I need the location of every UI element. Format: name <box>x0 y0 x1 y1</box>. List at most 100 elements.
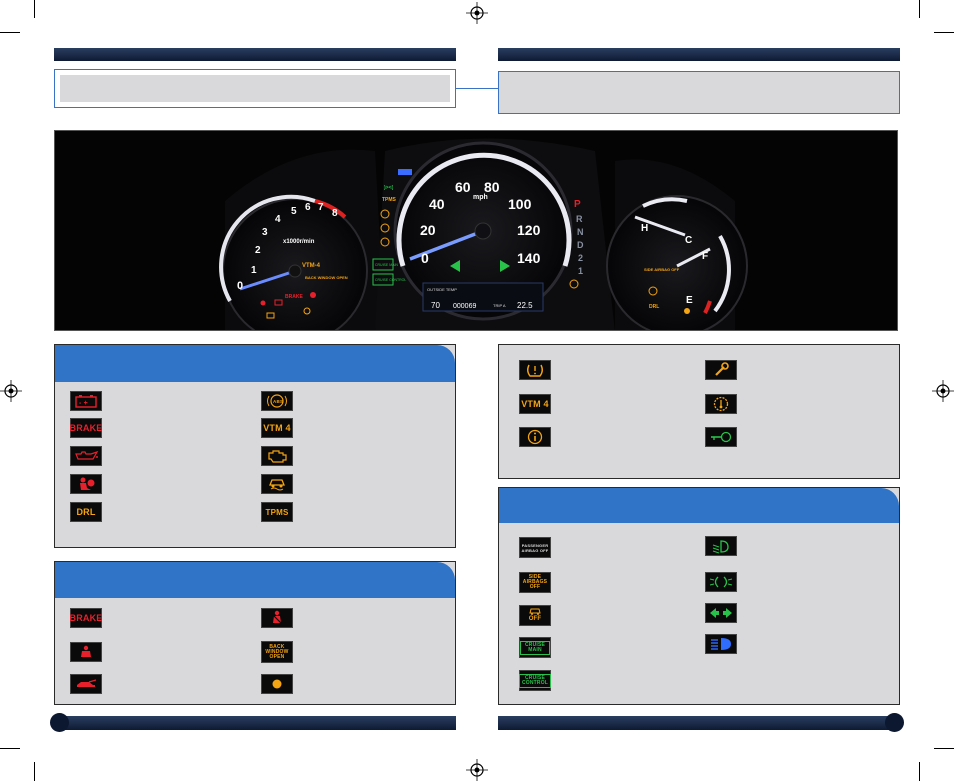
panel-header <box>499 488 899 523</box>
registration-mark-icon <box>466 2 488 24</box>
gear-p: P <box>574 199 581 210</box>
speed-tick: 40 <box>429 196 445 212</box>
gear-1: 1 <box>578 266 583 276</box>
svg-text:- +: - + <box>79 400 88 407</box>
passenger-airbag-off-icon: PASSENGER AIRBAG OFF <box>519 537 551 558</box>
brake-indicator: BRAKE <box>70 608 102 628</box>
crop-mark <box>34 762 35 781</box>
tach-tick: 4 <box>275 214 281 225</box>
crop-mark <box>0 748 20 749</box>
low-fuel-dot-icon <box>261 674 293 694</box>
tach-tick: 0 <box>237 280 243 292</box>
tpms-indicator: TPMS <box>261 502 293 522</box>
speed-tick: 80 <box>484 179 500 195</box>
info-icon <box>519 427 551 447</box>
cruise-main-icon: CRUISE MAIN <box>519 637 551 658</box>
svg-text:)><(: )><( <box>384 185 394 191</box>
trip-label: TRIP A <box>493 303 506 308</box>
right-bottom-indicator-panel: PASSENGER AIRBAG OFF SIDE AIRBAGS OFF OF… <box>498 487 900 705</box>
panel-header <box>55 345 455 382</box>
crop-mark <box>934 748 954 749</box>
temp-high: H <box>641 223 648 234</box>
gear-2: 2 <box>578 253 583 263</box>
wrench-icon <box>705 360 737 380</box>
right-page-top-bar <box>498 48 900 61</box>
left-title-box <box>54 69 456 108</box>
vtm4-indicator: VTM 4 <box>261 418 293 438</box>
side-airbag-off-dash-label: SIDE AIRBAG OFF <box>644 267 680 272</box>
tach-tick: 2 <box>255 245 261 256</box>
vtm4-dash-label: VTM-4 <box>302 263 321 269</box>
airbag-icon <box>70 474 102 494</box>
right-top-indicator-panel: VTM 4 <box>498 344 900 479</box>
gear-n: N <box>577 227 584 237</box>
right-page-bottom-bar <box>498 716 900 730</box>
check-engine-icon <box>261 446 293 466</box>
oil-can-icon <box>70 446 102 466</box>
battery-icon: - + <box>70 391 102 411</box>
registration-mark-icon <box>466 759 488 781</box>
crop-mark <box>0 32 20 33</box>
left-top-indicator-panel: - + ABS BRAKE VTM 4 DRL TPMS <box>54 344 456 548</box>
registration-mark-icon <box>0 380 22 402</box>
headlight-aim-icon <box>705 536 737 556</box>
back-window-dash-label: BACK WINDOW OPEN <box>305 275 348 280</box>
tachometer-gauge <box>219 194 368 330</box>
odometer-value: 000069 <box>453 303 476 310</box>
turn-right-arrow-icon <box>500 260 510 272</box>
speed-tick: 120 <box>517 222 541 238</box>
brake-dash-label: BRAKE <box>285 294 303 300</box>
vsa-off-icon: OFF <box>519 605 551 626</box>
trip-value: 22.5 <box>517 301 533 310</box>
tach-tick: 3 <box>262 227 268 238</box>
tailgate-open-icon <box>70 674 102 694</box>
drl-dash-label: DRL <box>649 304 659 310</box>
vsa-icon <box>261 474 293 494</box>
cruise-main-dash-label: CRUISE MAIN <box>375 263 398 267</box>
tire-pressure-icon <box>519 360 551 380</box>
crop-mark <box>919 762 920 781</box>
temp-fuel-gauge <box>606 195 748 330</box>
right-page-number-dot <box>885 713 904 732</box>
tach-tick: 7 <box>318 202 324 213</box>
tach-unit: x1000r/min <box>283 239 315 245</box>
abs-icon: ABS <box>261 391 293 411</box>
turn-signals-icon <box>705 603 737 623</box>
svg-text:ABS: ABS <box>273 399 283 404</box>
turn-left-arrow-icon <box>450 260 460 272</box>
tpms-dash-label: TPMS <box>382 197 397 203</box>
temp-low: C <box>685 235 692 246</box>
tach-tick: 1 <box>251 265 257 276</box>
panel-header <box>55 562 455 598</box>
parking-lights-icon <box>705 572 737 592</box>
tach-tick: 6 <box>305 202 311 213</box>
speed-tick: 60 <box>455 179 471 195</box>
gear-r: R <box>576 214 583 224</box>
outside-temp-value: 70 <box>431 301 440 310</box>
speed-tick: 100 <box>508 196 532 212</box>
registration-mark-icon <box>932 380 954 402</box>
crop-mark <box>919 0 920 18</box>
crop-mark <box>34 0 35 18</box>
speed-tick: 0 <box>421 250 429 266</box>
tach-tick: 8 <box>332 208 338 219</box>
drl-indicator: DRL <box>70 502 102 522</box>
title-connector-line <box>456 88 498 89</box>
gear-d: D <box>577 240 584 250</box>
speed-tick: 140 <box>517 250 541 266</box>
instrument-cluster-image: 0 1 2 3 4 5 6 7 8 x1000r/min VTM-4 BRAKE… <box>54 130 898 331</box>
tach-tick: 5 <box>291 206 297 217</box>
speedometer-gauge <box>393 141 573 321</box>
fuel-empty: E <box>686 295 693 306</box>
left-page-number-dot <box>50 713 69 732</box>
speed-tick: 20 <box>420 222 436 238</box>
back-window-icon: BACK WINDOW OPEN <box>261 641 293 663</box>
outside-temp-label: OUTSIDE TEMP <box>427 287 457 292</box>
brake-indicator: BRAKE <box>70 418 102 438</box>
vtm4-indicator: VTM 4 <box>519 394 551 414</box>
door-open-icon <box>70 642 102 662</box>
transmission-temp-icon <box>705 394 737 414</box>
side-airbag-off-icon: SIDE AIRBAGS OFF <box>519 572 551 593</box>
cruise-control-icon: CRUISE CONTROL <box>518 670 552 691</box>
immobilizer-icon <box>705 427 737 447</box>
